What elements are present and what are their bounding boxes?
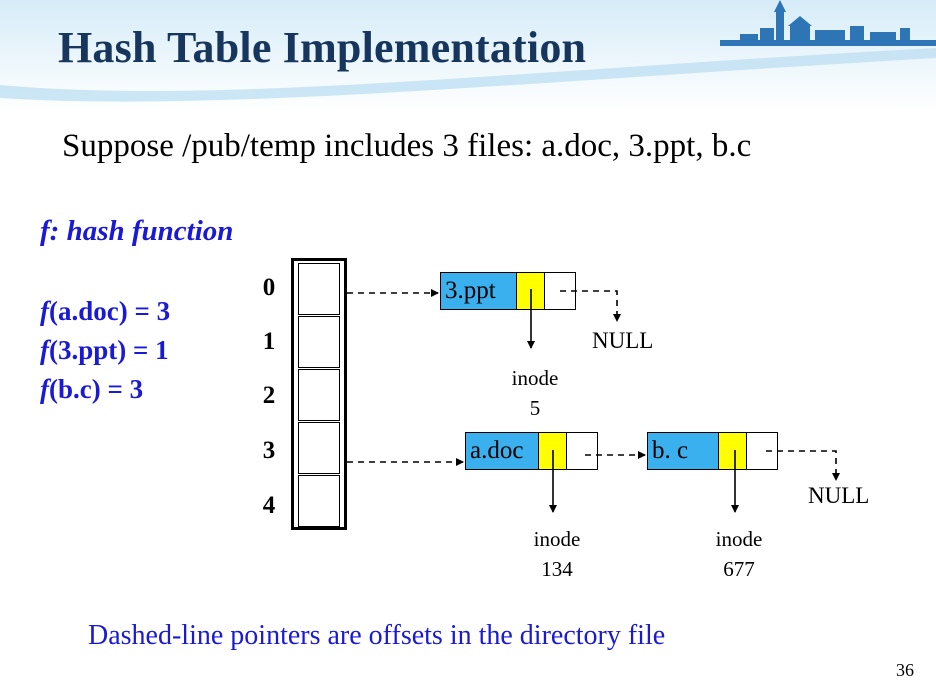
town-skyline-icon bbox=[720, 0, 936, 46]
hash-function-label: f: hash function bbox=[40, 215, 234, 247]
null-label: NULL bbox=[808, 483, 870, 508]
null-label: NULL bbox=[592, 328, 654, 353]
table-index-2: 2 bbox=[262, 382, 276, 409]
inode-label: inode bbox=[715, 527, 763, 551]
table-index-3: 3 bbox=[262, 437, 276, 464]
node-a-doc: a.doc bbox=[465, 432, 598, 470]
inode-label: inode bbox=[533, 527, 581, 551]
inode-label: inode bbox=[511, 366, 559, 390]
inode-number: 677 bbox=[723, 557, 755, 581]
hash-result-a-doc: f(a.doc) = 3 bbox=[40, 296, 171, 326]
hash-result-3-ppt: f(3.ppt) = 1 bbox=[40, 335, 169, 365]
table-index-0: 0 bbox=[262, 274, 276, 301]
hash-table-slot-4 bbox=[298, 475, 340, 527]
dashed-pointer-3ppt-null bbox=[560, 290, 621, 322]
hash-table-slot-1 bbox=[298, 316, 340, 368]
inode-number: 134 bbox=[541, 557, 573, 581]
hash-table-slot-2 bbox=[298, 369, 340, 421]
inode-pointer-field bbox=[718, 432, 747, 470]
hash-table-slot-3 bbox=[298, 422, 340, 474]
inode-number: 5 bbox=[529, 396, 541, 420]
node-name: b. c bbox=[647, 432, 718, 470]
header-banner bbox=[0, 0, 936, 112]
dashed-pointer-bc-null bbox=[766, 450, 840, 481]
hash-table bbox=[291, 258, 347, 530]
table-index-1: 1 bbox=[262, 328, 276, 355]
hash-table-slot-0 bbox=[298, 263, 340, 315]
node-name: 3.ppt bbox=[440, 272, 516, 310]
footnote: Dashed-line pointers are offsets in the … bbox=[88, 620, 666, 651]
slide-title: Hash Table Implementation bbox=[58, 23, 587, 72]
slide-subtitle: Suppose /pub/temp includes 3 files: a.do… bbox=[62, 128, 752, 164]
node-name: a.doc bbox=[465, 432, 538, 470]
next-pointer-field bbox=[747, 432, 778, 470]
page-number: 36 bbox=[896, 660, 914, 680]
node-b-c: b. c bbox=[647, 432, 778, 470]
table-index-4: 4 bbox=[262, 492, 276, 519]
hash-result-b-c: f(b.c) = 3 bbox=[40, 374, 144, 404]
next-pointer-field bbox=[567, 432, 598, 470]
